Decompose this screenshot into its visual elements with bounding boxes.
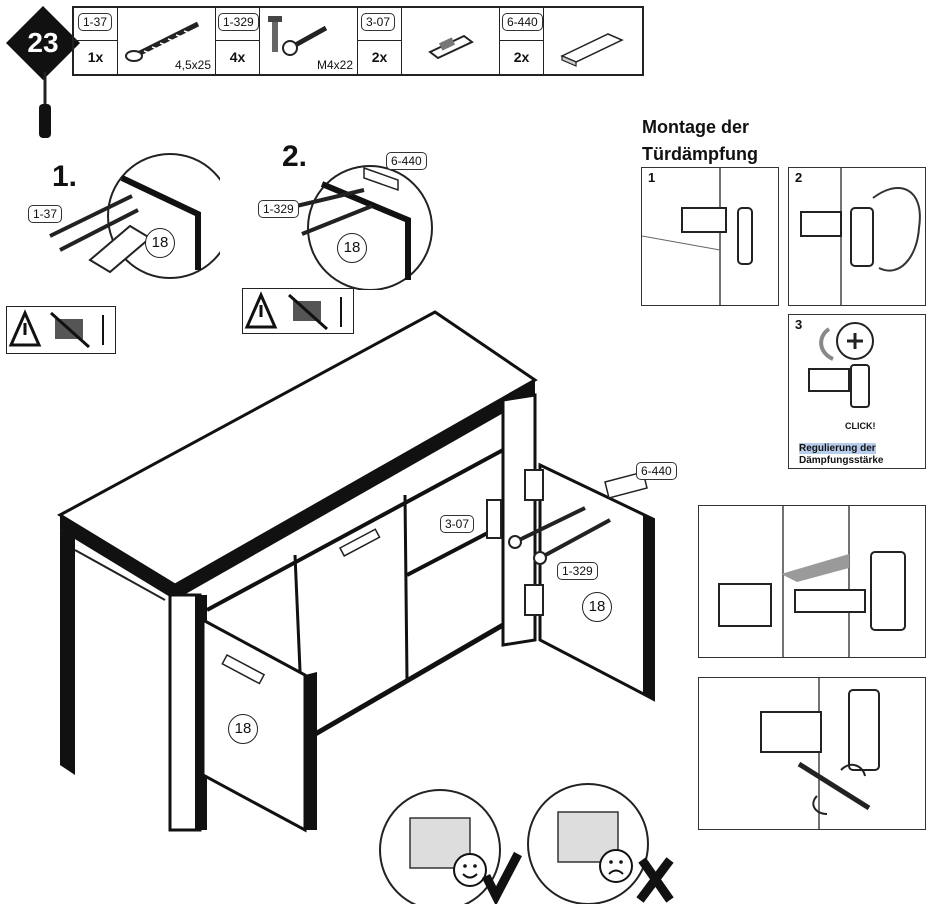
panel-18-callout: 18 (337, 233, 367, 263)
substep-1-label: 1. (52, 160, 78, 193)
panel-number: 3 (795, 317, 803, 332)
damping-title-line2: Türdämpfung (642, 144, 758, 164)
cabinet-illustration (56, 310, 655, 833)
part-code-cell: 1-37 (74, 8, 118, 41)
callout-1-37: 1-37 (28, 205, 63, 223)
substep-2-label: 2. (282, 140, 308, 173)
bolt-icon (268, 16, 328, 56)
part-image-cell (544, 8, 642, 74)
part-image-cell: M4x22 (260, 8, 358, 74)
hinge-icon (641, 168, 753, 305)
smile-icon (453, 853, 487, 887)
part-quantity: 4x (216, 41, 260, 74)
part-code-cell: 3-07 (358, 8, 402, 41)
hinge-screw-panel (698, 677, 926, 830)
callout-6-440: 6-440 (636, 462, 677, 480)
part-size: M4x22 (316, 58, 353, 72)
panel-18-callout: 18 (582, 592, 612, 622)
hinge-plate-icon (428, 34, 474, 60)
part-image-cell: 4,5x25 (118, 8, 216, 74)
warning-icon (8, 309, 104, 349)
panel-number: 1 (648, 170, 656, 185)
callout-6-440: 6-440 (386, 152, 427, 170)
damping-panel-1: 1 (641, 167, 779, 306)
part-code-cell: 1-329 (216, 8, 260, 41)
part-code: 1-329 (218, 13, 259, 31)
part-quantity: 2x (500, 41, 544, 74)
part-image-cell (402, 8, 500, 74)
damping-title-line1: Montage der (642, 117, 750, 137)
part-code-cell: 6-440 (500, 8, 544, 41)
correct-incorrect-detail (379, 783, 674, 904)
substep-2-detail (287, 165, 433, 290)
panel-number: 2 (795, 170, 803, 185)
step-number: 23 (27, 27, 58, 58)
panel-18-callout: 18 (145, 228, 175, 258)
parts-table: 1-37 4,5x25 1-329 M4x22 3-07 6-440 1x (72, 6, 644, 76)
regulation-line1: Regulierung der (799, 443, 876, 454)
part-code: 3-07 (361, 13, 396, 31)
substep-1-detail (49, 153, 220, 279)
check-icon (481, 851, 522, 904)
screwdriver-icon (39, 72, 51, 138)
hinge-slide-icon (718, 506, 906, 657)
hand-insert-icon (800, 168, 921, 305)
part-size: 4,5x25 (174, 58, 211, 72)
screwdriver-adjust-icon (760, 678, 880, 829)
part-code: 1-37 (78, 13, 113, 31)
warning-box (242, 288, 354, 334)
regulation-line2: Dämpfungsstärke (799, 455, 884, 466)
sad-icon (599, 849, 633, 883)
warning-icon (244, 291, 342, 331)
step-number-badge: 23 (4, 4, 82, 82)
warning-box (6, 306, 116, 354)
click-label: CLICK! (845, 421, 876, 431)
part-quantity: 2x (358, 41, 402, 74)
part-code: 6-440 (502, 13, 543, 31)
callout-1-329: 1-329 (258, 200, 299, 218)
screw-icon (125, 21, 200, 62)
click-adjust-icon (808, 322, 874, 408)
panel-18-callout: 18 (228, 714, 258, 744)
regulation-label: Regulierung der Dämpfungsstärke (799, 443, 883, 467)
damping-panel-2: 2 (788, 167, 926, 306)
hinge-slide-panel (698, 505, 926, 658)
handle-icon (560, 33, 624, 67)
callout-1-329: 1-329 (557, 562, 598, 580)
callout-3-07: 3-07 (440, 515, 475, 533)
part-quantity: 1x (74, 41, 118, 74)
cross-icon (636, 857, 674, 903)
damping-panel-3: 3 CLICK! Regulierung der Dämpfungsstärke (788, 314, 926, 469)
